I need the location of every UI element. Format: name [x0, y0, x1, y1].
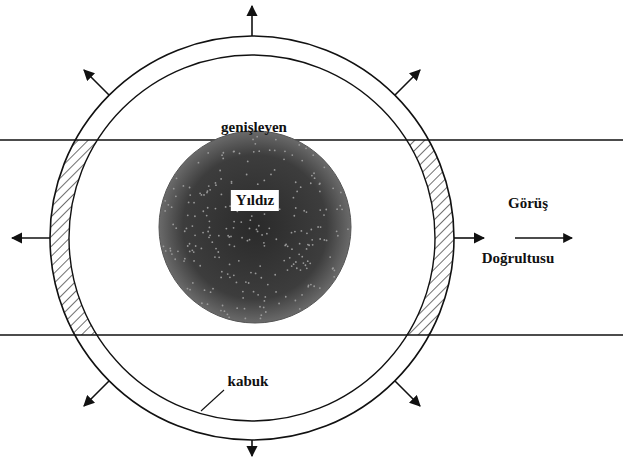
star-label: Yıldız: [231, 190, 279, 211]
sight-label: Görüş: [508, 195, 548, 212]
sight-label: Doğrultusu: [482, 250, 555, 267]
shell-label: genişleyen: [221, 119, 287, 136]
shell-label: kabuk: [228, 373, 269, 390]
star-circle: Yıldız: [158, 130, 352, 324]
star-shape: [158, 130, 352, 324]
